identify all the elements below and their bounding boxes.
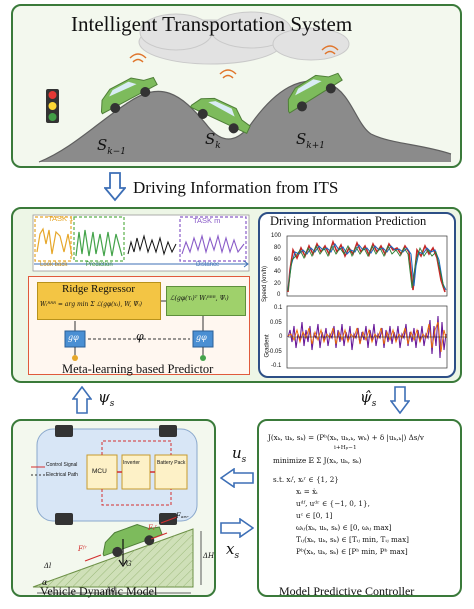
traffic-light-icon	[46, 89, 59, 123]
prediction-charts	[286, 235, 448, 369]
speed-tick-0: 0	[277, 292, 281, 298]
state-label-next: Sk+1	[296, 130, 326, 151]
ridge-regressor-box	[37, 282, 161, 320]
mpc-line-5: xᵢ = ẋᵢ	[296, 487, 318, 496]
vehicle-caption: Vehicle Dynamic Model	[40, 584, 158, 598]
g-phi-left: gφ	[68, 333, 79, 342]
speed-trace	[287, 239, 446, 293]
ridge-regressor-title: Ridge Regressor	[62, 283, 136, 295]
its-flow-label: Driving Information from ITS	[133, 178, 339, 197]
legend-control-signal: Control Signal	[46, 462, 78, 468]
sd-label: Δd	[106, 586, 116, 594]
mpc-line-7: uᶜ ∈ [0, 1]	[296, 511, 333, 520]
loss-box	[166, 286, 246, 316]
mpc-line-2: i+Hₚ−1	[334, 445, 357, 451]
mpc-line-4: s.t. xᵢᶠ, xᵢʳ ∈ {1, 2}	[273, 475, 339, 484]
right-arrow-icon	[220, 518, 254, 538]
mpc-line-3: minimize 𝔼 Σ J(xₖ, uₖ, sₖ)	[273, 456, 362, 465]
f-fr-label: Fᶠʳ	[78, 545, 87, 553]
speed-axis-label: Speed (km/h)	[262, 265, 269, 303]
psi-hat-label: ψ̂s	[360, 388, 377, 409]
task-strip	[32, 214, 250, 272]
up-arrow-icon	[72, 386, 92, 414]
down-arrow-icon	[104, 172, 126, 202]
mcu-label: MCU	[92, 468, 107, 475]
speed-tick-40: 40	[274, 269, 281, 275]
predictor-caption: Meta-learning based Predictor	[62, 362, 214, 376]
its-illustration	[38, 11, 452, 163]
psi-s-label: ψs	[98, 388, 115, 409]
down-arrow-right-icon	[390, 386, 410, 414]
gradient-tick-0: 0	[279, 334, 283, 340]
dl-label: Δl	[44, 562, 52, 570]
g-phi-right: gφ	[196, 333, 207, 342]
battery-label: Battery Pack	[157, 460, 186, 466]
legend-electrical-path: Electrical Path	[46, 472, 78, 478]
left-arrow-icon	[220, 468, 254, 488]
alpha-label: α	[42, 578, 48, 587]
its-title: Intelligent Transportation System	[71, 12, 353, 36]
speed-tick-100: 100	[271, 233, 282, 239]
gradient-tick-0.05: 0.05	[270, 320, 282, 326]
slope-car-icon	[102, 523, 163, 557]
f-tr-label: Fₜʳ	[148, 524, 158, 532]
inverter-label: Inverter	[123, 460, 140, 466]
mpc-line-10: Pᵇ(xₖ, uₖ, sₖ) ∈ [Pᵇ min, Pᵇ max]	[296, 547, 408, 556]
car-icon-current	[189, 97, 251, 134]
mpc-caption: Model Predictive Controller	[279, 584, 415, 598]
gradient-tick-0.1: 0.1	[274, 305, 283, 311]
u-s-label: us	[232, 444, 247, 465]
state-label-prev: Sk−1	[97, 136, 127, 157]
mpc-line-1: J(xₖ, uₖ, sₖ) = (Pᵇ(xₖ, uₖ,ₖ, wₖ) + δ |u…	[268, 433, 424, 442]
mpc-line-9: Tᵢⱼ(xₖ, uₖ, sₖ) ∈ [Tᵢⱼ min, Tᵢⱼ max]	[296, 535, 409, 544]
task1-label: TASK 1	[48, 214, 74, 223]
prediction-title: Driving Information Prediction	[270, 214, 427, 228]
mpc-line-8: ωᵢⱼ(xₖ, uₖ, sₖ) ∈ [0, ωᵢⱼ max]	[296, 523, 392, 532]
mpc-panel	[257, 419, 462, 597]
phi-label: φ	[136, 330, 144, 343]
car-icon-prev	[100, 76, 158, 115]
vehicle-illustration	[31, 425, 202, 594]
speed-tick-20: 20	[274, 281, 281, 287]
speed-tick-80: 80	[274, 245, 281, 251]
prediction-label: Prediction	[86, 262, 113, 268]
ridge-formula: Wᵢᴿᴿᴿ = arg min Σ ℒ(gφ(xᵢ), W, Ψᵢ)	[40, 301, 143, 308]
mpc-line-6: uᵈᶠ, uᵈʳ ∈ {−1, 0, 1},	[296, 499, 370, 508]
g-label: G	[126, 560, 132, 568]
taskm-label: TASK m	[193, 216, 221, 225]
wifi-signal-icon	[129, 45, 339, 79]
gradient-tick-neg0.1: -0.1	[271, 363, 282, 369]
state-label-current: Sk	[205, 130, 221, 151]
look-back-label: Look back	[40, 262, 68, 268]
dh-label: ΔH	[203, 552, 215, 560]
x-s-label: xs	[226, 540, 240, 561]
loss-formula: ℒ(gφ(τᵢ)ᵀ Wᵢᴿᴿᴿ, Ψᵢ)	[170, 295, 229, 302]
speed-tick-60: 60	[274, 257, 281, 263]
car-icon-next	[287, 72, 343, 114]
gradient-tick-neg0.05: -0.05	[268, 349, 282, 355]
f-aer-label: Fₐₑᵣ	[176, 512, 189, 520]
meta-learning-connectors	[64, 300, 214, 361]
distance-label: Distance	[196, 262, 220, 268]
